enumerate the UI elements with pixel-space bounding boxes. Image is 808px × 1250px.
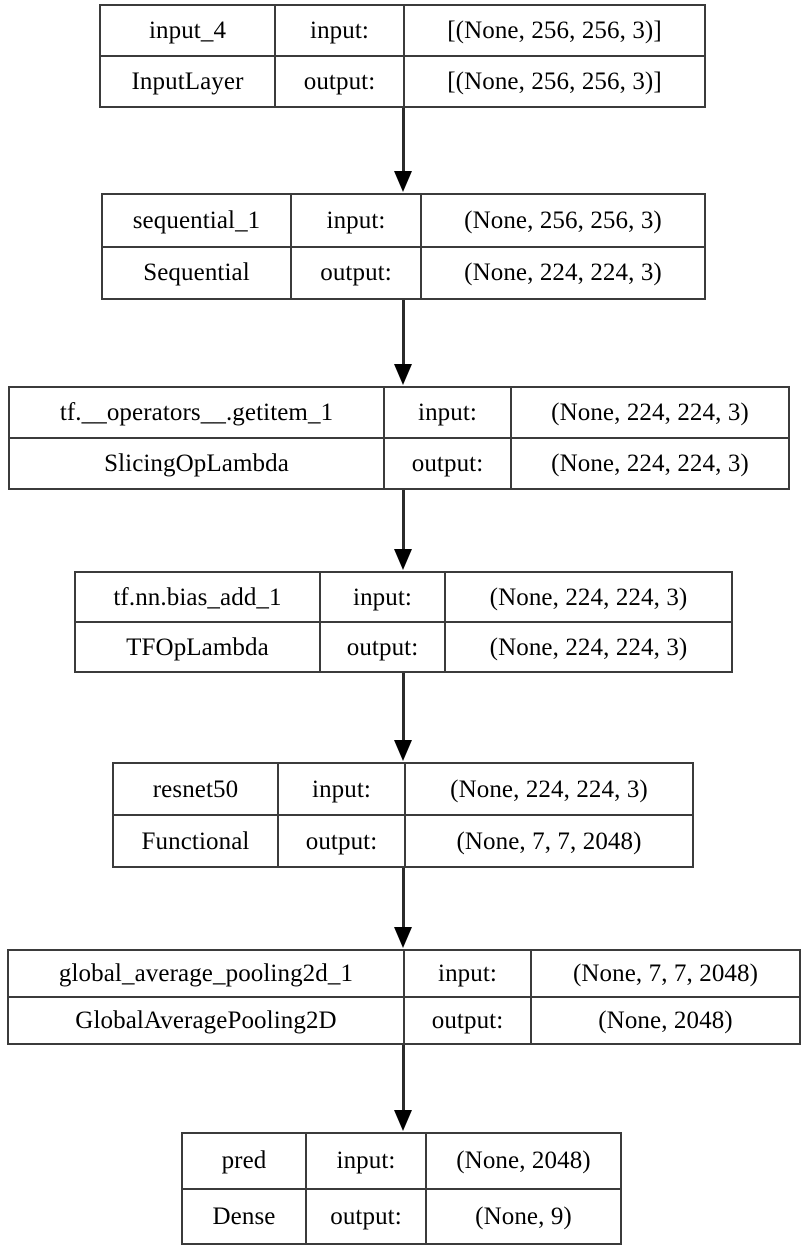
layer-name: pred — [183, 1134, 307, 1188]
edge-arrow — [394, 868, 412, 948]
io-label-input: input: — [385, 388, 512, 437]
io-label-input: input: — [276, 6, 405, 55]
edge-arrow — [394, 490, 412, 570]
io-label-input: input: — [292, 195, 422, 246]
io-label-output: output: — [321, 623, 446, 671]
edge-arrow — [394, 1045, 412, 1131]
layer-name: input_4 — [101, 6, 276, 55]
edge-arrow — [394, 300, 412, 385]
tensor-shape-output: (None, 2048) — [598, 1007, 733, 1034]
tensor-shape-output: (None, 9) — [475, 1202, 572, 1230]
tensor-shape-output: (None, 224, 224, 3) — [464, 259, 662, 287]
edge-line — [401, 673, 405, 742]
tensor-shape-input: (None, 2048) — [456, 1147, 591, 1175]
tensor-shape-input: (None, 224, 224, 3) — [551, 399, 749, 426]
io-label-input: input: — [279, 764, 406, 814]
tensor-shape-output: (None, 224, 224, 3) — [489, 633, 688, 661]
layer-class: InputLayer — [101, 57, 276, 106]
tensor-shape-input: (None, 7, 7, 2048) — [572, 960, 759, 987]
layer-name: tf.__operators__.getitem_1 — [10, 388, 385, 437]
io-label-output: output: — [292, 247, 422, 298]
io-label-input: input: — [307, 1134, 427, 1188]
tensor-shape-input: (None, 224, 224, 3) — [450, 775, 648, 803]
tensor-shape-output: (None, 224, 224, 3) — [551, 450, 749, 477]
layer-class: SlicingOpLambda — [10, 439, 385, 488]
edge-line — [401, 490, 405, 551]
arrowhead-icon — [394, 1110, 412, 1131]
io-label-output: output: — [385, 439, 512, 488]
edge-line — [401, 868, 405, 929]
io-label-input: input: — [321, 573, 446, 621]
layer-class: TFOpLambda — [76, 623, 321, 671]
arrowhead-icon — [394, 171, 412, 192]
edge-line — [401, 108, 405, 173]
edge-line — [401, 1045, 405, 1112]
layer-class: Dense — [183, 1189, 307, 1243]
layer-class: GlobalAveragePooling2D — [9, 998, 405, 1043]
edge-arrow — [394, 673, 412, 761]
edge-arrow — [394, 108, 412, 192]
layer-name: sequential_1 — [103, 195, 292, 246]
arrowhead-icon — [394, 549, 412, 570]
io-label-output: output: — [405, 998, 532, 1043]
tensor-shape-input: [(None, 256, 256, 3)] — [447, 17, 662, 44]
layer-class: Functional — [114, 816, 279, 866]
io-label-input: input: — [405, 951, 532, 996]
arrowhead-icon — [394, 927, 412, 948]
tensor-shape-input: (None, 224, 224, 3) — [489, 583, 688, 611]
io-label-output: output: — [276, 57, 405, 106]
edge-line — [401, 300, 405, 366]
layer-class: Sequential — [103, 247, 292, 298]
io-label-output: output: — [307, 1189, 427, 1243]
arrowhead-icon — [394, 364, 412, 385]
layer-name: resnet50 — [114, 764, 279, 814]
tensor-shape-input: (None, 256, 256, 3) — [464, 206, 662, 234]
io-label-output: output: — [279, 816, 406, 866]
layer-name: global_average_pooling2d_1 — [9, 951, 405, 996]
arrowhead-icon — [394, 740, 412, 761]
layer-name: tf.nn.bias_add_1 — [76, 573, 321, 621]
tensor-shape-output: (None, 7, 7, 2048) — [456, 827, 642, 855]
tensor-shape-output: [(None, 256, 256, 3)] — [447, 68, 662, 95]
